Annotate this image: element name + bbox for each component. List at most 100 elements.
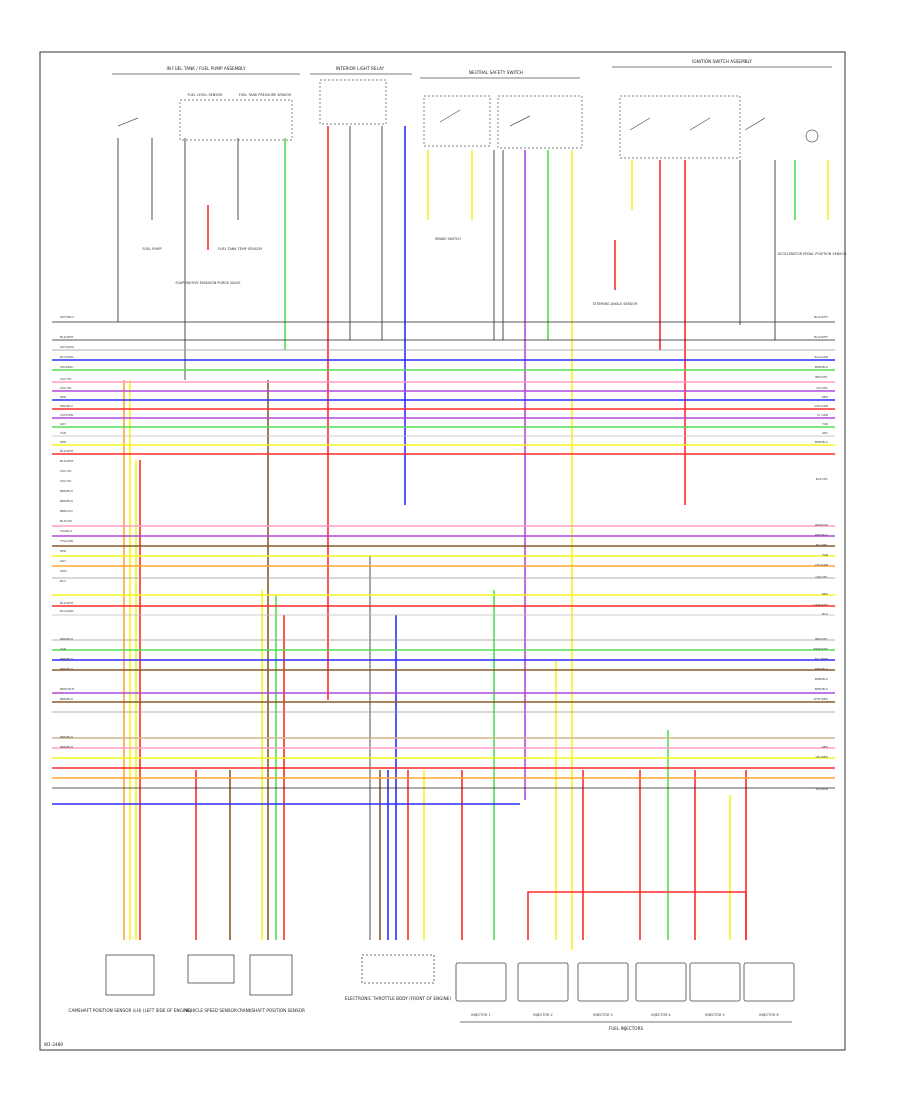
camshaft-sensor-caption: CAMSHAFT POSITION SENSOR (LH) (LEFT SIDE… (69, 1008, 192, 1013)
left-wire-label: BLU/GRN (60, 609, 73, 613)
fuel-tank-caption: IN FUEL TANK / FUEL PUMP ASSEMBLY (166, 66, 245, 71)
right-wire-label: YEL/RED (815, 755, 828, 759)
vss-box (187, 954, 235, 984)
right-wire-label: RED (822, 745, 829, 749)
right-wire-label: RED/BLK (815, 533, 829, 537)
transfer-case-box (497, 95, 583, 149)
left-wire-label: VIO/YEL (60, 479, 72, 483)
left-wire-label: BRN/BLU (60, 637, 73, 641)
right-wire-label: LT GRN (817, 413, 828, 417)
left-wire-label: BRN/BLU (60, 735, 73, 739)
right-wire-label: GRN/WHT (813, 603, 828, 607)
fuel-level-caption: FUEL LEVEL SENSOR (187, 93, 223, 97)
ignition-switch-box (619, 95, 741, 159)
left-wire-label: RED (60, 549, 67, 553)
left-wire-label: VIO/GRN (60, 413, 73, 417)
switch-contacts-2 (439, 109, 461, 123)
left-wire-labels: WHT/BLUBLK/WHTGRY/GRNBLU/GRNORN/BLUVIO/Y… (59, 315, 75, 749)
right-wire-label: BRN/BLU (815, 687, 828, 691)
switch-contacts-4 (629, 117, 651, 131)
left-wire-label: GRY (60, 422, 66, 426)
right-wire-label: GRY/GRN (814, 404, 828, 408)
right-wire-labels: BLK/WHT BLK/WHT BLU/GRN BRN/BLU BRN/YEL VIO/Y… (813, 315, 829, 791)
left-wire-label: BLU/GRN (60, 355, 73, 359)
left-wire-label: VIO/YEL (60, 469, 72, 473)
fuel-temp-caption: FUEL TANK TEMP SENSOR (218, 247, 262, 251)
injector-feed-wire (527, 891, 747, 940)
left-wire-label: BRN/BLU (60, 745, 73, 749)
left-wire-label: GRY/GRN (60, 345, 74, 349)
injector-1-box (455, 962, 507, 1002)
right-wire-label: BLU/YEL (816, 543, 829, 547)
injector-4-caption: INJECTOR 4 (651, 1013, 670, 1017)
right-wire-label: BRN/YEL (815, 375, 828, 379)
left-wire-label: BRN/VIO (60, 509, 73, 513)
switch-contacts-5 (689, 117, 711, 131)
right-wire-label: BRN/BLU (815, 667, 828, 671)
right-wire-label: BLU/GRN (815, 355, 828, 359)
crank-sensor-caption: CRANKSHAFT POSITION SENSOR (237, 1008, 305, 1013)
left-wire-label: VIO/YEL (60, 377, 72, 381)
right-wire-label: VIO/YEL (816, 386, 828, 390)
left-wire-label: BRN/BLU (60, 657, 73, 661)
switch-contacts-6 (744, 117, 766, 131)
relay-caption: INTERIOR LIGHT RELAY (336, 66, 385, 71)
neutral-switch-caption: NEUTRAL SAFETY SWITCH (469, 70, 523, 75)
throttle-body-caption: ELECTRONIC THROTTLE BODY (FRONT OF ENGIN… (345, 996, 452, 1001)
diagram-frame (39, 51, 846, 1051)
right-wire-label: TAN (821, 553, 828, 557)
fuel-pump-caption: FUEL PUMP (142, 247, 161, 251)
neutral-switch-box (423, 95, 491, 147)
right-wire-label: BRN/WHT (814, 647, 829, 651)
bottom-components (105, 954, 795, 1023)
top-captions: IN FUEL TANK / FUEL PUMP ASSEMBLY FUEL L… (142, 59, 847, 306)
left-wire-label: RED (60, 440, 67, 444)
right-wire-label: BLK/YEL (816, 477, 828, 481)
right-wire-label: YEL/BRN (815, 787, 828, 791)
left-wire-label: RED (60, 395, 67, 399)
right-wire-label: BRN/VIO (815, 523, 828, 527)
left-wire-label: BRN/WHT (60, 687, 75, 691)
right-wire-label: BLU/BRN (815, 657, 828, 661)
right-wire-label: BLU (822, 612, 828, 616)
horizontal-wires (52, 321, 835, 805)
left-wire-label: BRN/BLU (60, 697, 73, 701)
injector-4-box (635, 962, 687, 1002)
injector-5-box (689, 962, 741, 1002)
left-wire-label: GRN (60, 569, 67, 573)
relay-box (319, 79, 387, 125)
injector-6-caption: INJECTOR 6 (759, 1013, 778, 1017)
left-wire-label: BRN/BLU (60, 667, 73, 671)
evap-purge-caption: EVAPORATIVE EMISSION PURGE VALVE (176, 281, 241, 285)
right-wire-label: BLK/WHT (814, 335, 828, 339)
left-wire-label: WHT/BLU (60, 315, 74, 319)
right-wire-label: WHT/RED (814, 697, 829, 701)
vss-caption: VEHICLE SPEED SENSOR (185, 1008, 237, 1013)
injector-3-caption: INJECTOR 3 (593, 1013, 612, 1017)
footer-code: W1-2489 (44, 1042, 63, 1047)
injectors-caption: FUEL INJECTORS (609, 1026, 644, 1031)
left-wire-label: BRN/BLU (60, 489, 73, 493)
switch-contacts-3 (509, 115, 531, 127)
right-wire-label: BLK/WHT (814, 315, 828, 319)
injector-2-box (517, 962, 569, 1002)
left-wire-label: VIO/YEL (60, 386, 72, 390)
right-wire-label: GRY/YEL (816, 575, 829, 579)
switch-contacts (117, 117, 139, 127)
left-wire-label: YEL/GRN (60, 539, 73, 543)
left-wire-label: GRY (60, 559, 66, 563)
right-wire-label: BRN/BLU (815, 440, 828, 444)
brake-switch-caption: BRAKE SWITCH (435, 237, 461, 241)
fuel-tank-box (179, 99, 293, 141)
injector-2-caption: INJECTOR 2 (533, 1013, 552, 1017)
right-wire-label: BRN/BLK (815, 677, 829, 681)
injector-6-box (743, 962, 795, 1002)
injector-5-caption: INJECTOR 5 (705, 1013, 724, 1017)
left-wire-label: BLK/WHT (60, 449, 74, 453)
injector-1-caption: INJECTOR 1 (471, 1013, 490, 1017)
left-wire-label: BLK/WHT (60, 459, 74, 463)
left-wire-label: BLK/WHT (60, 335, 74, 339)
right-wire-label: RED (822, 592, 829, 596)
left-wire-label: VIO/BLU (60, 529, 72, 533)
